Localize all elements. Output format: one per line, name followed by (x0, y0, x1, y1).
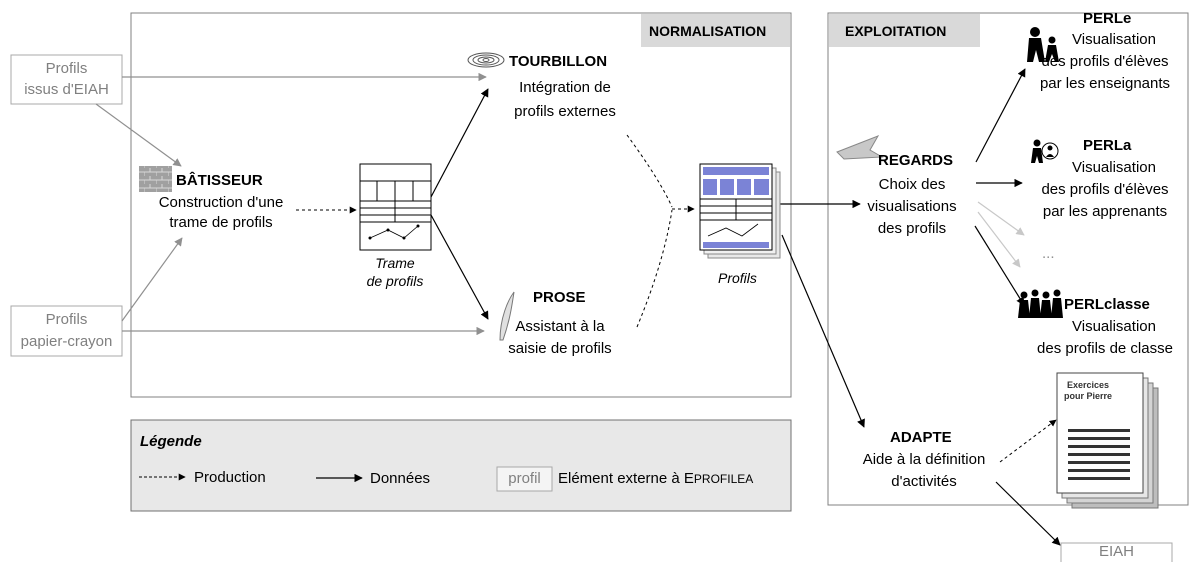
external-eiah-parametre-box (1060, 542, 1173, 562)
exploitation-title: EXPLOITATION (845, 23, 947, 39)
legend-profil-box-label: profil (508, 470, 541, 487)
arrow-tourbillon-to-profils (626, 134, 673, 208)
spiral-icon (467, 52, 505, 68)
exploitation-panel (827, 12, 1189, 506)
class-group-icon (1018, 289, 1063, 318)
prose-desc-1: Assistant à la (515, 318, 605, 335)
external-profils-papier-box (10, 305, 123, 357)
perle-desc-2: des profils d'élèves (1041, 53, 1169, 70)
legend-externe-prefix: Elément externe à E (558, 470, 694, 487)
regards-desc-2: visualisations (867, 198, 957, 215)
trame-label-1: Trame (375, 255, 415, 271)
perla-desc-2: des profils d'élèves (1041, 181, 1169, 198)
exercices-label-1: Exercices (1066, 380, 1110, 390)
regards-desc-1: Choix des (878, 176, 946, 193)
legend-title: Légende (140, 433, 202, 450)
batisseur-name: BÂTISSEUR (176, 172, 263, 189)
arrow-regards-to-perle (975, 68, 1026, 163)
legend-donnees-label: Données (370, 470, 431, 487)
arrow-profils-to-adapte (781, 234, 865, 428)
arrow-adapte-to-exercices (999, 419, 1057, 463)
tourbillon-desc-1: Intégration de (519, 79, 611, 96)
legend-production-label: Production (194, 469, 266, 486)
legend-externe-suffix: PROFILEA (693, 472, 754, 486)
batisseur-desc-1: Construction d'une (158, 194, 284, 211)
exercices-label-2: pour Pierre (1063, 391, 1112, 401)
brick-wall-icon (139, 166, 172, 192)
legend-box (130, 419, 792, 512)
profils-eiah-line1: Profils (45, 60, 88, 77)
arrow-trame-to-prose (430, 214, 489, 320)
perlclasse-desc-2: des profils de classe (1037, 340, 1173, 357)
perle-name: PERLe (1083, 10, 1132, 27)
arrow-regards-to-other-2 (977, 211, 1021, 268)
parent-child-icon (1027, 27, 1059, 62)
normalisation-title: NORMALISATION (649, 23, 767, 39)
normalisation-panel (130, 12, 792, 398)
trame-label-2: de profils (366, 273, 424, 289)
arrow-regards-to-perlclasse (974, 225, 1025, 306)
profils-label: Profils (718, 270, 757, 286)
perla-desc-1: Visualisation (1072, 159, 1156, 176)
arrow-eiah-to-batisseur (95, 103, 182, 167)
perla-name: PERLa (1083, 137, 1132, 154)
profils-eiah-line2: issus d'EIAH (24, 81, 109, 98)
profils-papier-line1: Profils (45, 311, 88, 328)
perlclasse-desc-1: Visualisation (1072, 318, 1156, 335)
adapte-desc-1: Aide à la définition (862, 451, 986, 468)
adapte-desc-2: d'activités (891, 473, 957, 490)
prose-name: PROSE (533, 289, 586, 306)
eye-icon (836, 135, 884, 160)
learner-icon (1031, 139, 1059, 163)
arrow-regards-to-other-1 (977, 201, 1025, 236)
trame-document-icon (359, 163, 432, 251)
more-modules-ellipsis: ... (1042, 245, 1055, 262)
normalisation-title-bg (641, 14, 790, 47)
perle-desc-1: Visualisation (1072, 31, 1156, 48)
quill-icon (499, 291, 515, 341)
legend-externe-label: Elément externe à EPROFILEA (558, 469, 753, 489)
batisseur-desc-2: trame de profils (169, 214, 273, 231)
arrow-adapte-to-eiah (995, 481, 1061, 546)
profils-papier-line2: papier-crayon (20, 333, 113, 350)
perla-desc-3: par les apprenants (1042, 203, 1168, 220)
eiah-parametre-line1: EIAH (1098, 543, 1134, 560)
regards-desc-3: des profils (877, 220, 947, 237)
prose-desc-2: saisie de profils (508, 340, 612, 357)
arrow-trame-to-tourbillon (430, 88, 489, 198)
perle-desc-3: par les enseignants (1039, 75, 1171, 92)
arrow-prose-to-profils (636, 209, 673, 328)
tourbillon-name: TOURBILLON (509, 53, 608, 70)
legend-profil-box (496, 466, 553, 492)
exploitation-title-bg (829, 14, 980, 47)
adapte-name: ADAPTE (890, 429, 952, 446)
profils-documents-icon (699, 163, 781, 259)
perlclasse-name: PERLclasse (1064, 296, 1150, 313)
external-profils-eiah-box (10, 54, 123, 105)
tourbillon-desc-2: profils externes (514, 103, 616, 120)
arrow-papier-to-batisseur (121, 237, 183, 322)
exercices-document-icon (1056, 372, 1159, 509)
regards-name: REGARDS (878, 152, 954, 169)
